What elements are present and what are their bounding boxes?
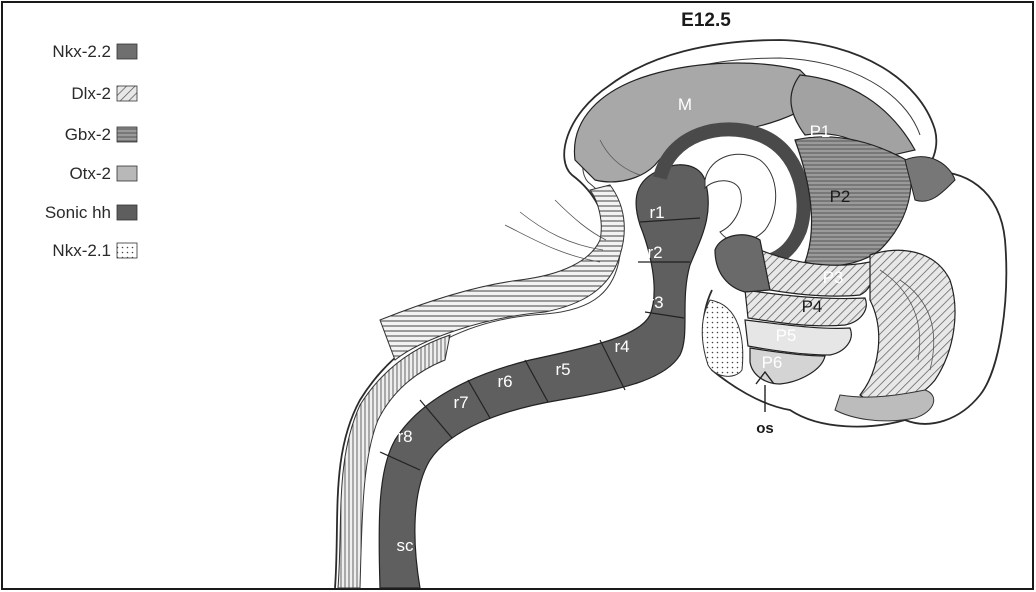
label-r4: r4 <box>614 337 629 356</box>
legend-label: Gbx-2 <box>65 125 111 144</box>
rostral-forebrain <box>860 250 955 403</box>
legend-swatch-gbx2 <box>117 127 137 142</box>
label-optic-stalk: os <box>756 420 774 437</box>
neural-tube <box>335 40 1006 588</box>
ventricle <box>705 154 776 241</box>
legend-item: Dlx-2 <box>71 84 137 103</box>
legend-swatch-dlx2 <box>117 86 137 101</box>
legend-swatch-otx2 <box>117 166 137 181</box>
label-r7: r7 <box>453 393 468 412</box>
legend-label: Dlx-2 <box>71 84 111 103</box>
label-p5: P5 <box>776 326 797 345</box>
legend-label: Otx-2 <box>69 164 111 183</box>
label-r1: r1 <box>649 203 664 222</box>
legend-label: Nkx-2.2 <box>52 42 111 61</box>
label-r3: r3 <box>648 293 663 312</box>
dorsal-hindbrain-band <box>380 185 624 360</box>
label-r5: r5 <box>555 360 570 379</box>
label-r8: r8 <box>397 427 412 446</box>
label-midbrain: M <box>678 95 692 114</box>
legend-swatch-nkx21 <box>117 243 137 258</box>
label-spinal-cord: sc <box>397 536 415 555</box>
label-r2: r2 <box>647 243 662 262</box>
legend: Nkx-2.2 Dlx-2 Gbx-2 Otx-2 Sonic hh Nkx-2… <box>45 42 137 260</box>
legend-item: Sonic hh <box>45 203 137 222</box>
legend-swatch-shh <box>117 205 137 220</box>
stage-title: E12.5 <box>681 10 731 31</box>
legend-item: Nkx-2.2 <box>52 42 137 61</box>
ventral-forebrain-dark <box>715 235 770 292</box>
label-p1: P1 <box>810 122 831 141</box>
label-p6: P6 <box>762 353 783 372</box>
telencephalon-band <box>905 157 955 202</box>
legend-item: Gbx-2 <box>65 125 137 144</box>
legend-label: Nkx-2.1 <box>52 241 111 260</box>
nkx21-area <box>702 300 743 376</box>
legend-swatch-nkx22 <box>117 44 137 59</box>
label-p2: P2 <box>830 187 851 206</box>
legend-item: Otx-2 <box>69 164 137 183</box>
prosomere-p2 <box>795 137 911 266</box>
label-p4: P4 <box>802 297 823 316</box>
label-p3: P3 <box>823 268 844 287</box>
legend-item: Nkx-2.1 <box>52 241 137 260</box>
label-r6: r6 <box>497 372 512 391</box>
legend-label: Sonic hh <box>45 203 111 222</box>
